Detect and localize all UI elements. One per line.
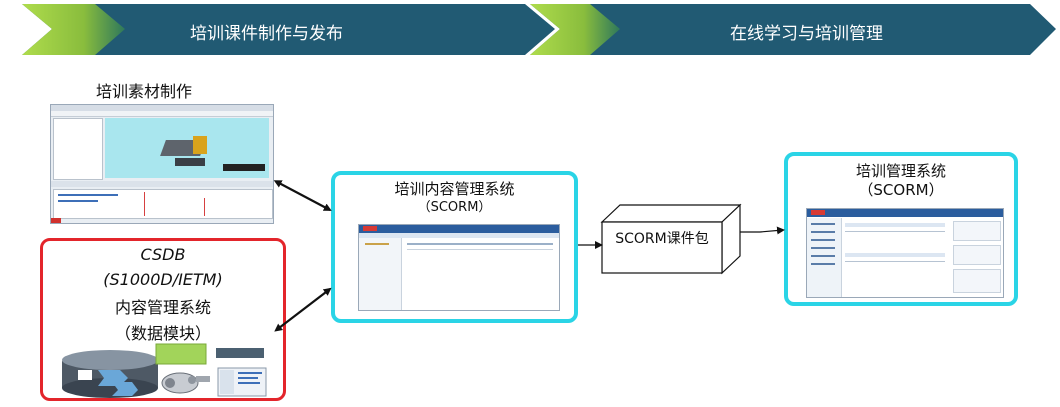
stage2-label: 在线学习与培训管理 xyxy=(730,24,883,44)
stage1-chevron-accent xyxy=(22,4,125,55)
lcms-subtitle: （SCORM） xyxy=(417,200,492,215)
lms-screenshot xyxy=(806,208,1004,298)
csdb-line2: (S1000D/IETM) xyxy=(103,270,223,289)
csdb-line4: （数据模块） xyxy=(114,324,211,343)
3d-viewport xyxy=(105,118,269,178)
lcms-title: 培训内容管理系统 xyxy=(394,180,515,198)
process-banner xyxy=(22,4,1056,55)
lms-subtitle: （SCORM） xyxy=(858,181,944,199)
stage2-chevron-accent xyxy=(530,4,620,55)
package-label: SCORM课件包 xyxy=(615,231,709,247)
csdb-line3: 内容管理系统 xyxy=(114,298,211,317)
arrow-material-lcms xyxy=(273,180,332,211)
stage1-label: 培训课件制作与发布 xyxy=(190,24,343,44)
lcms-screenshot xyxy=(358,224,560,311)
lms-title: 培训管理系统 xyxy=(855,162,946,180)
stage1-chevron xyxy=(22,4,555,55)
stage2-chevron xyxy=(530,4,1056,55)
arrow-package-lms xyxy=(740,226,785,235)
material-title: 培训素材制作 xyxy=(96,82,193,101)
arrow-csdb-lcms xyxy=(274,287,332,332)
material-screenshot xyxy=(50,104,274,224)
csdb-line1: CSDB xyxy=(140,245,186,264)
